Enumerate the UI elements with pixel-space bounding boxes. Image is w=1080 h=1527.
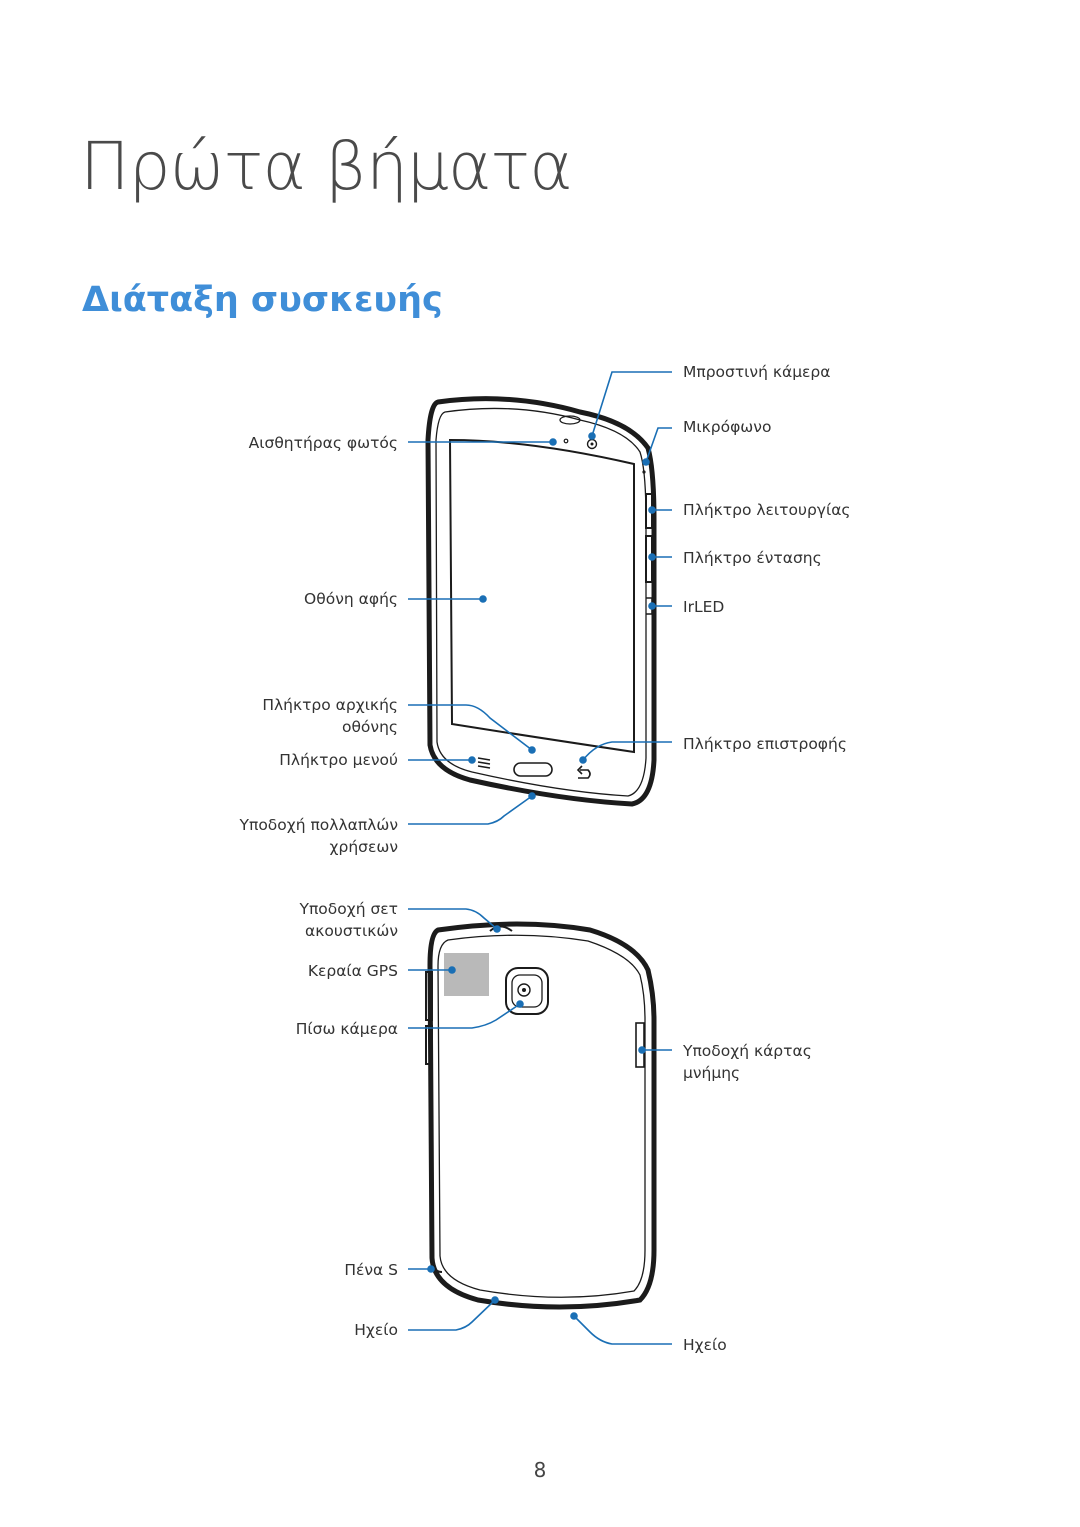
callout-rear-camera [408,1003,521,1029]
label-home-key-line1: Πλήκτρο αρχικής [262,696,398,714]
callout-lines [408,371,672,1345]
callout-home-key [408,704,533,751]
label-gps-antenna: Κεραία GPS [307,962,398,980]
label-front-camera: Μπροστινή κάμερα [683,363,831,381]
label-headset-jack-line2: ακουστικών [305,922,398,940]
label-home-key: Πλήκτρο αρχικής οθόνης [262,694,398,738]
callout-headset-jack [408,908,498,930]
chapter-title: Πρώτα βήματα [80,128,573,205]
page-number: 8 [533,1458,547,1482]
label-memory-card-slot-line1: Υποδοχή κάρτας [683,1042,812,1060]
front-device-illustration [425,396,657,807]
label-home-key-line2: οθόνης [341,718,398,736]
callout-dots [427,432,656,1320]
label-back-key: Πλήκτρο επιστροφής [683,735,847,753]
label-multipurpose-jack-line2: χρήσεων [329,838,398,856]
label-light-sensor: Αισθητήρας φωτός [248,434,398,452]
callout-microphone [645,427,672,463]
label-memory-card-slot: Υποδοχή κάρτας μνήμης [683,1040,812,1084]
label-rear-camera: Πίσω κάμερα [295,1020,398,1038]
label-irled: IrLED [683,598,725,616]
callout-speaker-left [408,1299,496,1331]
label-speaker-right: Ηχείο [683,1336,727,1354]
label-touch-screen: Οθόνη αφής [304,590,398,608]
label-power-key: Πλήκτρο λειτουργίας [683,501,851,519]
callout-front-camera [591,371,672,437]
label-volume-key: Πλήκτρο έντασης [683,549,822,567]
label-microphone: Μικρόφωνο [683,418,772,436]
label-multipurpose-jack: Υποδοχή πολλαπλών χρήσεων [240,814,398,858]
label-menu-key: Πλήκτρο μενού [279,751,398,769]
label-headset-jack: Υποδοχή σετ ακουστικών [300,898,399,942]
label-s-pen: Πένα S [344,1261,398,1279]
label-speaker-left: Ηχείο [354,1321,398,1339]
callout-back-key [582,741,672,761]
label-multipurpose-jack-line1: Υποδοχή πολλαπλών [239,816,398,834]
back-device-illustration [425,921,657,1310]
callout-speaker-right [573,1315,672,1345]
label-memory-card-slot-line2: μνήμης [683,1064,741,1082]
callout-multipurpose-jack [408,795,533,825]
label-headset-jack-line1: Υποδοχή σετ [299,900,399,918]
section-title: Διάταξη συσκευής [82,280,443,320]
